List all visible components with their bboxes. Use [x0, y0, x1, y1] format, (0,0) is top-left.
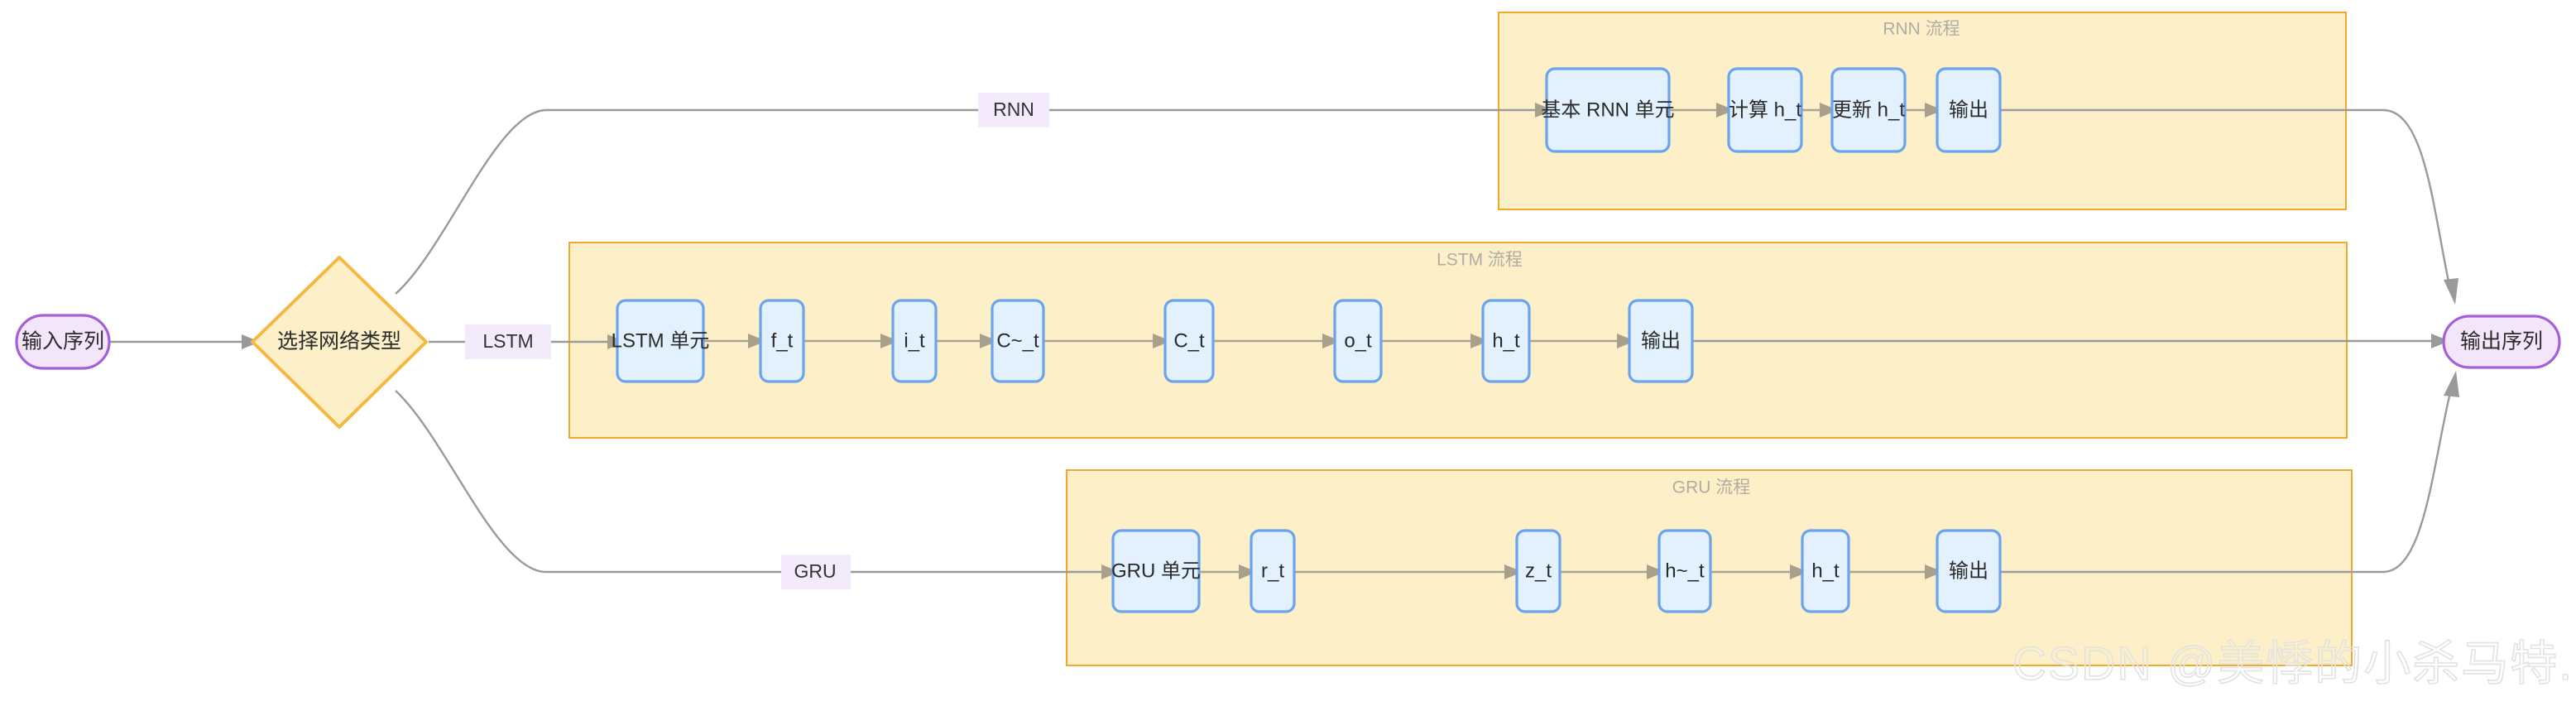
- node-start-shape[interactable]: [15, 314, 111, 370]
- node-rnn-cell[interactable]: 基本 RNN 单元: [1541, 67, 1675, 153]
- node-rnn-h-update-label: 更新 h_t: [1832, 98, 1905, 121]
- node-end-label: 输出序列: [2460, 330, 2543, 353]
- edges-gru-internal: [1199, 564, 1943, 579]
- node-gru-zt[interactable]: z_t: [1515, 529, 1561, 613]
- node-lstm-ot-shape[interactable]: [1333, 299, 1383, 383]
- node-rnn-h-calc[interactable]: 计算 h_t: [1727, 67, 1803, 153]
- edge-label-lstm-text: LSTM: [482, 330, 533, 352]
- node-lstm-it[interactable]: i_t: [891, 299, 938, 383]
- node-lstm-ot-label: o_t: [1344, 329, 1372, 352]
- csdn-watermark: CSDN @美悸的小杀马特.: [2012, 637, 2574, 690]
- node-rnn-output-shape[interactable]: [1936, 67, 2002, 153]
- node-lstm-it-shape[interactable]: [891, 299, 938, 383]
- edge-rnn-to-end: [2000, 108, 2458, 305]
- node-gru-output-shape[interactable]: [1936, 529, 2002, 613]
- node-gru-ht-shape[interactable]: [1801, 529, 1850, 613]
- node-rnn-h-calc-shape[interactable]: [1727, 67, 1803, 153]
- node-lstm-ot[interactable]: o_t: [1333, 299, 1383, 383]
- node-gru-h-tilde-shape[interactable]: [1657, 529, 1712, 613]
- edges-lstm-internal: [703, 334, 1635, 348]
- edge-label-lstm: LSTM: [465, 324, 551, 359]
- edge-decision-to-gru: [395, 390, 1120, 579]
- node-lstm-cell-label: LSTM 单元: [612, 329, 710, 352]
- cluster-lstm-title: LSTM 流程: [1437, 251, 1523, 270]
- node-gru-h-tilde[interactable]: h~_t: [1657, 529, 1712, 613]
- node-lstm-ht[interactable]: h_t: [1481, 299, 1531, 383]
- node-lstm-output-label: 输出: [1641, 329, 1681, 352]
- cluster-rnn-title: RNN 流程: [1883, 20, 1960, 39]
- node-lstm-ht-label: h_t: [1492, 329, 1520, 352]
- node-lstm-c-tilde-label: C~_t: [996, 329, 1039, 352]
- node-gru-output-label: 输出: [1949, 560, 1988, 582]
- node-rnn-cell-label: 基本 RNN 单元: [1541, 98, 1674, 121]
- node-lstm-c-tilde[interactable]: C~_t: [991, 299, 1045, 383]
- node-gru-zt-shape[interactable]: [1515, 529, 1561, 613]
- node-rnn-h-update[interactable]: 更新 h_t: [1830, 67, 1907, 153]
- node-lstm-ct-shape[interactable]: [1163, 299, 1215, 383]
- edge-label-gru: GRU: [781, 555, 851, 589]
- edge-label-rnn-text: RNN: [993, 98, 1034, 120]
- node-rnn-h-update-shape[interactable]: [1830, 67, 1907, 153]
- edge-decision-to-rnn: [395, 103, 1553, 295]
- node-start[interactable]: 输入序列: [15, 314, 111, 370]
- node-lstm-it-label: i_t: [904, 329, 925, 352]
- node-gru-cell-label: GRU 单元: [1111, 560, 1201, 582]
- node-gru-rt-label: r_t: [1261, 560, 1284, 582]
- node-gru-rt-shape[interactable]: [1250, 529, 1296, 613]
- edge-label-gru-text: GRU: [794, 560, 836, 582]
- cluster-gru-title: GRU 流程: [1672, 478, 1751, 497]
- node-lstm-output[interactable]: 输出: [1628, 299, 1694, 383]
- node-gru-ht-label: h_t: [1811, 560, 1840, 582]
- node-start-label: 输入序列: [22, 330, 104, 353]
- node-lstm-ct[interactable]: C_t: [1163, 299, 1215, 383]
- node-lstm-ft[interactable]: f_t: [759, 299, 805, 383]
- node-gru-cell-shape[interactable]: [1111, 529, 1201, 613]
- node-gru-rt[interactable]: r_t: [1250, 529, 1296, 613]
- node-lstm-cell-shape[interactable]: [616, 299, 705, 383]
- node-lstm-ft-label: f_t: [771, 329, 794, 352]
- edges-rnn-internal: [1669, 103, 1943, 118]
- node-lstm-ht-shape[interactable]: [1481, 299, 1531, 383]
- edge-start-to-decision: [109, 334, 260, 349]
- node-rnn-output[interactable]: 输出: [1936, 67, 2002, 153]
- node-gru-output[interactable]: 输出: [1936, 529, 2002, 613]
- node-rnn-h-calc-label: 计算 h_t: [1729, 98, 1801, 121]
- edge-label-lstm-bg: [465, 324, 551, 359]
- node-gru-zt-label: z_t: [1525, 560, 1552, 582]
- node-lstm-ft-shape[interactable]: [759, 299, 805, 383]
- node-end[interactable]: 输出序列: [2442, 315, 2561, 369]
- node-rnn-cell-shape[interactable]: [1545, 67, 1671, 153]
- node-decision-shape[interactable]: [251, 256, 428, 429]
- node-decision-label: 选择网络类型: [277, 330, 401, 353]
- node-rnn-output-label: 输出: [1949, 98, 1988, 121]
- edge-label-rnn: RNN: [978, 93, 1049, 127]
- node-end-shape[interactable]: [2442, 315, 2561, 369]
- node-gru-ht[interactable]: h_t: [1801, 529, 1850, 613]
- node-lstm-c-tilde-shape[interactable]: [991, 299, 1045, 383]
- edge-label-rnn-bg: [978, 93, 1049, 127]
- node-gru-cell[interactable]: GRU 单元: [1111, 529, 1201, 613]
- edge-lstm-to-end: [1692, 334, 2449, 348]
- edge-gru-to-end: [2000, 371, 2459, 574]
- node-lstm-output-shape[interactable]: [1628, 299, 1694, 383]
- node-lstm-cell[interactable]: LSTM 单元: [612, 299, 710, 383]
- node-decision-network-type[interactable]: 选择网络类型: [251, 256, 428, 429]
- edge-label-gru-bg: [781, 555, 851, 589]
- node-gru-h-tilde-label: h~_t: [1665, 560, 1705, 582]
- node-lstm-ct-label: C_t: [1173, 329, 1205, 352]
